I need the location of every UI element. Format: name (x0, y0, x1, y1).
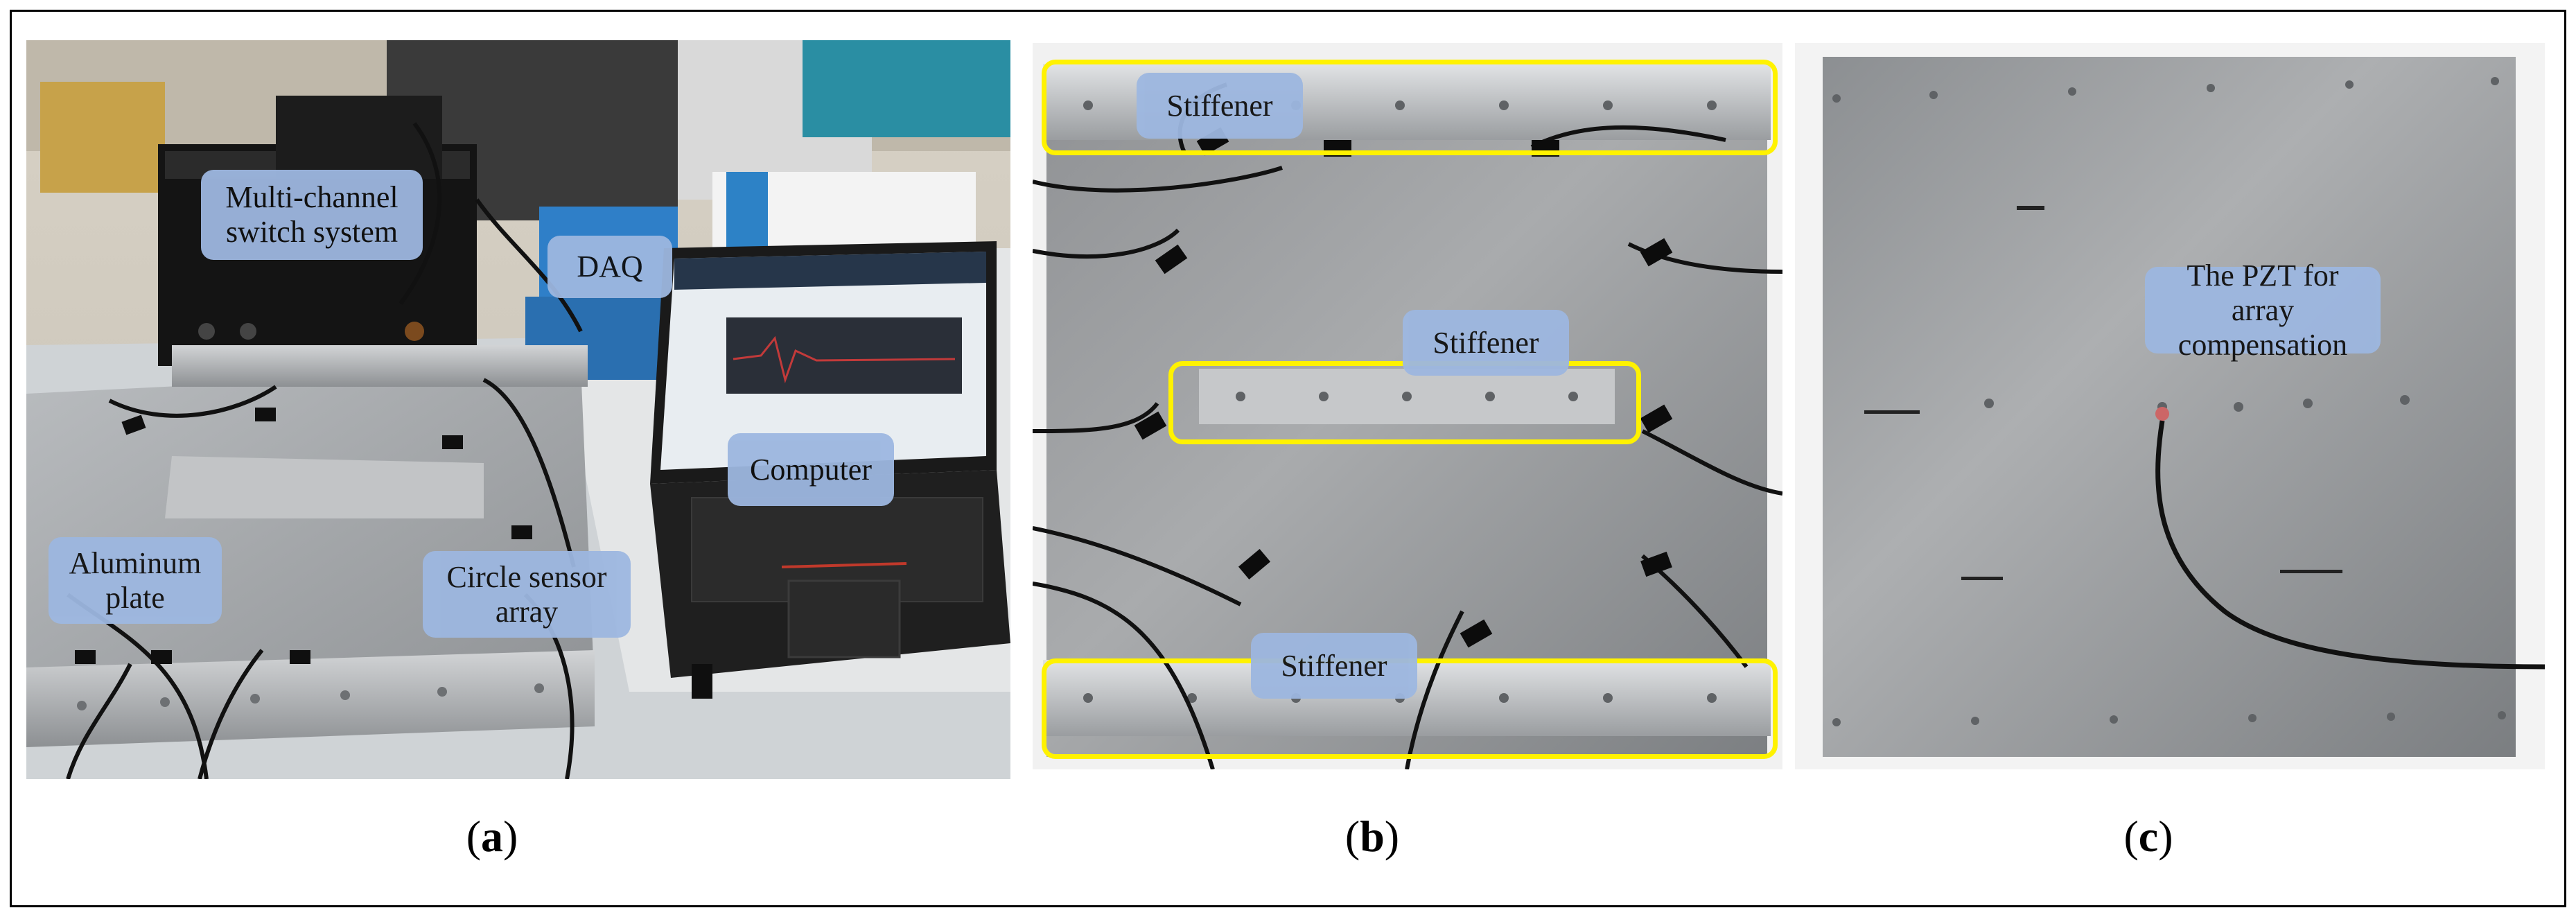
label-aluminum-plate: Aluminum plate (49, 537, 222, 624)
label-switch-system: Multi-channel switch system (201, 170, 423, 260)
figure-frame (10, 10, 2566, 907)
highlight-stiffener-mid (1168, 361, 1641, 444)
photo-panel-a (26, 40, 1010, 779)
label-stiffener-bottom: Stiffener (1251, 633, 1417, 699)
label-pzt-array-compensation: The PZT for array compensation (2145, 259, 2381, 362)
caption-a: (a) (466, 812, 518, 861)
caption-c: (c) (2123, 812, 2173, 861)
highlight-stiffener-top (1042, 60, 1778, 155)
caption-c-letter: c (2138, 812, 2159, 861)
label-computer: Computer (728, 433, 894, 506)
lab-setup-photo (26, 40, 1010, 779)
label-circle-sensor-array: Circle sensor array (423, 551, 631, 638)
caption-b-letter: b (1360, 812, 1385, 861)
label-stiffener-top: Stiffener (1137, 73, 1303, 139)
label-stiffener-mid: Stiffener (1403, 310, 1569, 376)
photo-panel-c (1795, 43, 2545, 769)
label-daq: DAQ (547, 236, 672, 298)
caption-a-letter: a (481, 812, 503, 861)
caption-b: (b) (1344, 812, 1400, 861)
array-compensation-plate-photo (1795, 43, 2545, 769)
